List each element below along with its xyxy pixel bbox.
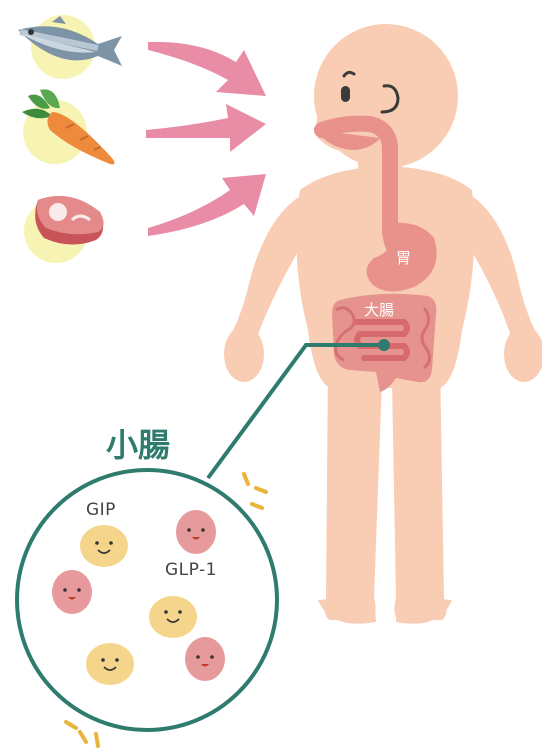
glp1-label: GLP-1 xyxy=(165,560,217,580)
meat-icon xyxy=(24,196,104,263)
gip-cell xyxy=(86,643,134,685)
arrows xyxy=(146,42,266,236)
glp1-cell xyxy=(185,637,225,681)
fish-icon xyxy=(18,15,122,79)
stomach-label: 胃 xyxy=(396,247,411,268)
gip-cell xyxy=(80,525,128,567)
gip-label: GIP xyxy=(86,500,116,520)
carrot-icon xyxy=(22,89,115,164)
large-intestine-label: 大腸 xyxy=(364,299,394,320)
small-intestine-title: 小腸 xyxy=(106,420,170,466)
glp1-cell xyxy=(176,510,216,554)
glp1-cell xyxy=(52,570,92,614)
gip-cell xyxy=(149,596,197,638)
